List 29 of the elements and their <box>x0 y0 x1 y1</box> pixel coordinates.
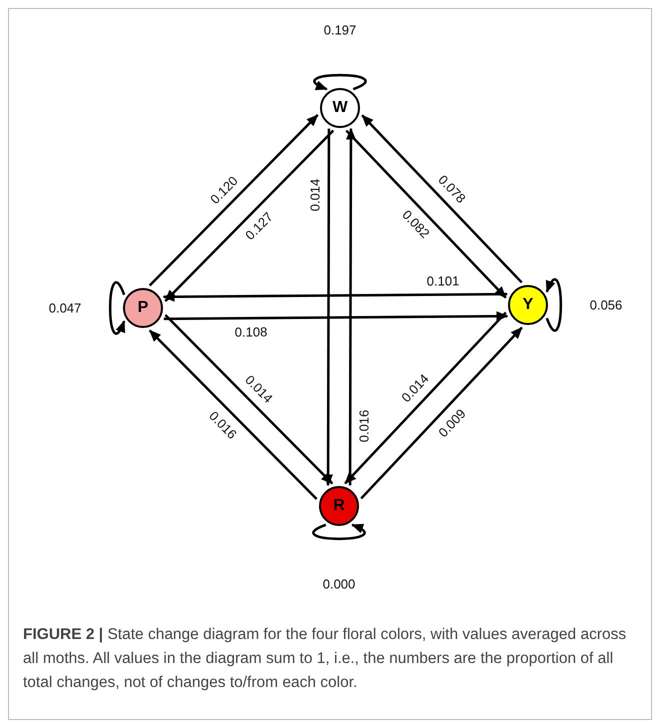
arrow <box>148 330 318 500</box>
loop-arrow <box>108 281 126 335</box>
arrow <box>164 314 334 484</box>
edge-label: 0.014 <box>308 178 322 213</box>
arrow <box>162 292 508 302</box>
edge-label: 0.108 <box>234 326 268 339</box>
arrow <box>361 114 523 284</box>
edge-label: 0.056 <box>588 298 624 312</box>
edge-label: 0.000 <box>322 578 356 590</box>
arrow <box>323 128 334 486</box>
arrow <box>346 128 356 486</box>
arrow <box>164 130 334 302</box>
loop-arrow <box>313 74 367 90</box>
edge-label: 0.016 <box>358 409 371 444</box>
arrow <box>164 311 508 322</box>
state-label: P <box>138 300 148 316</box>
edge-label: 0.047 <box>48 302 82 314</box>
edge-label: 0.197 <box>322 24 358 36</box>
arrow <box>148 114 319 286</box>
caption: FIGURE 2 | State change diagram for the four floral colors, with values averaged across all moths. All values in the diagram sum to 1, i.e., the numbers are the proportion of all total changes, not of changes to/from each color. <box>23 625 628 693</box>
arrow <box>344 312 507 484</box>
state-label: R <box>333 498 345 514</box>
loop-arrow <box>312 524 366 540</box>
edge-label: 0.101 <box>426 274 460 288</box>
arrow <box>360 326 523 500</box>
arrow <box>345 130 507 298</box>
loop-arrow <box>546 278 562 332</box>
state-label: W <box>332 100 348 116</box>
state-label: Y <box>522 297 534 313</box>
